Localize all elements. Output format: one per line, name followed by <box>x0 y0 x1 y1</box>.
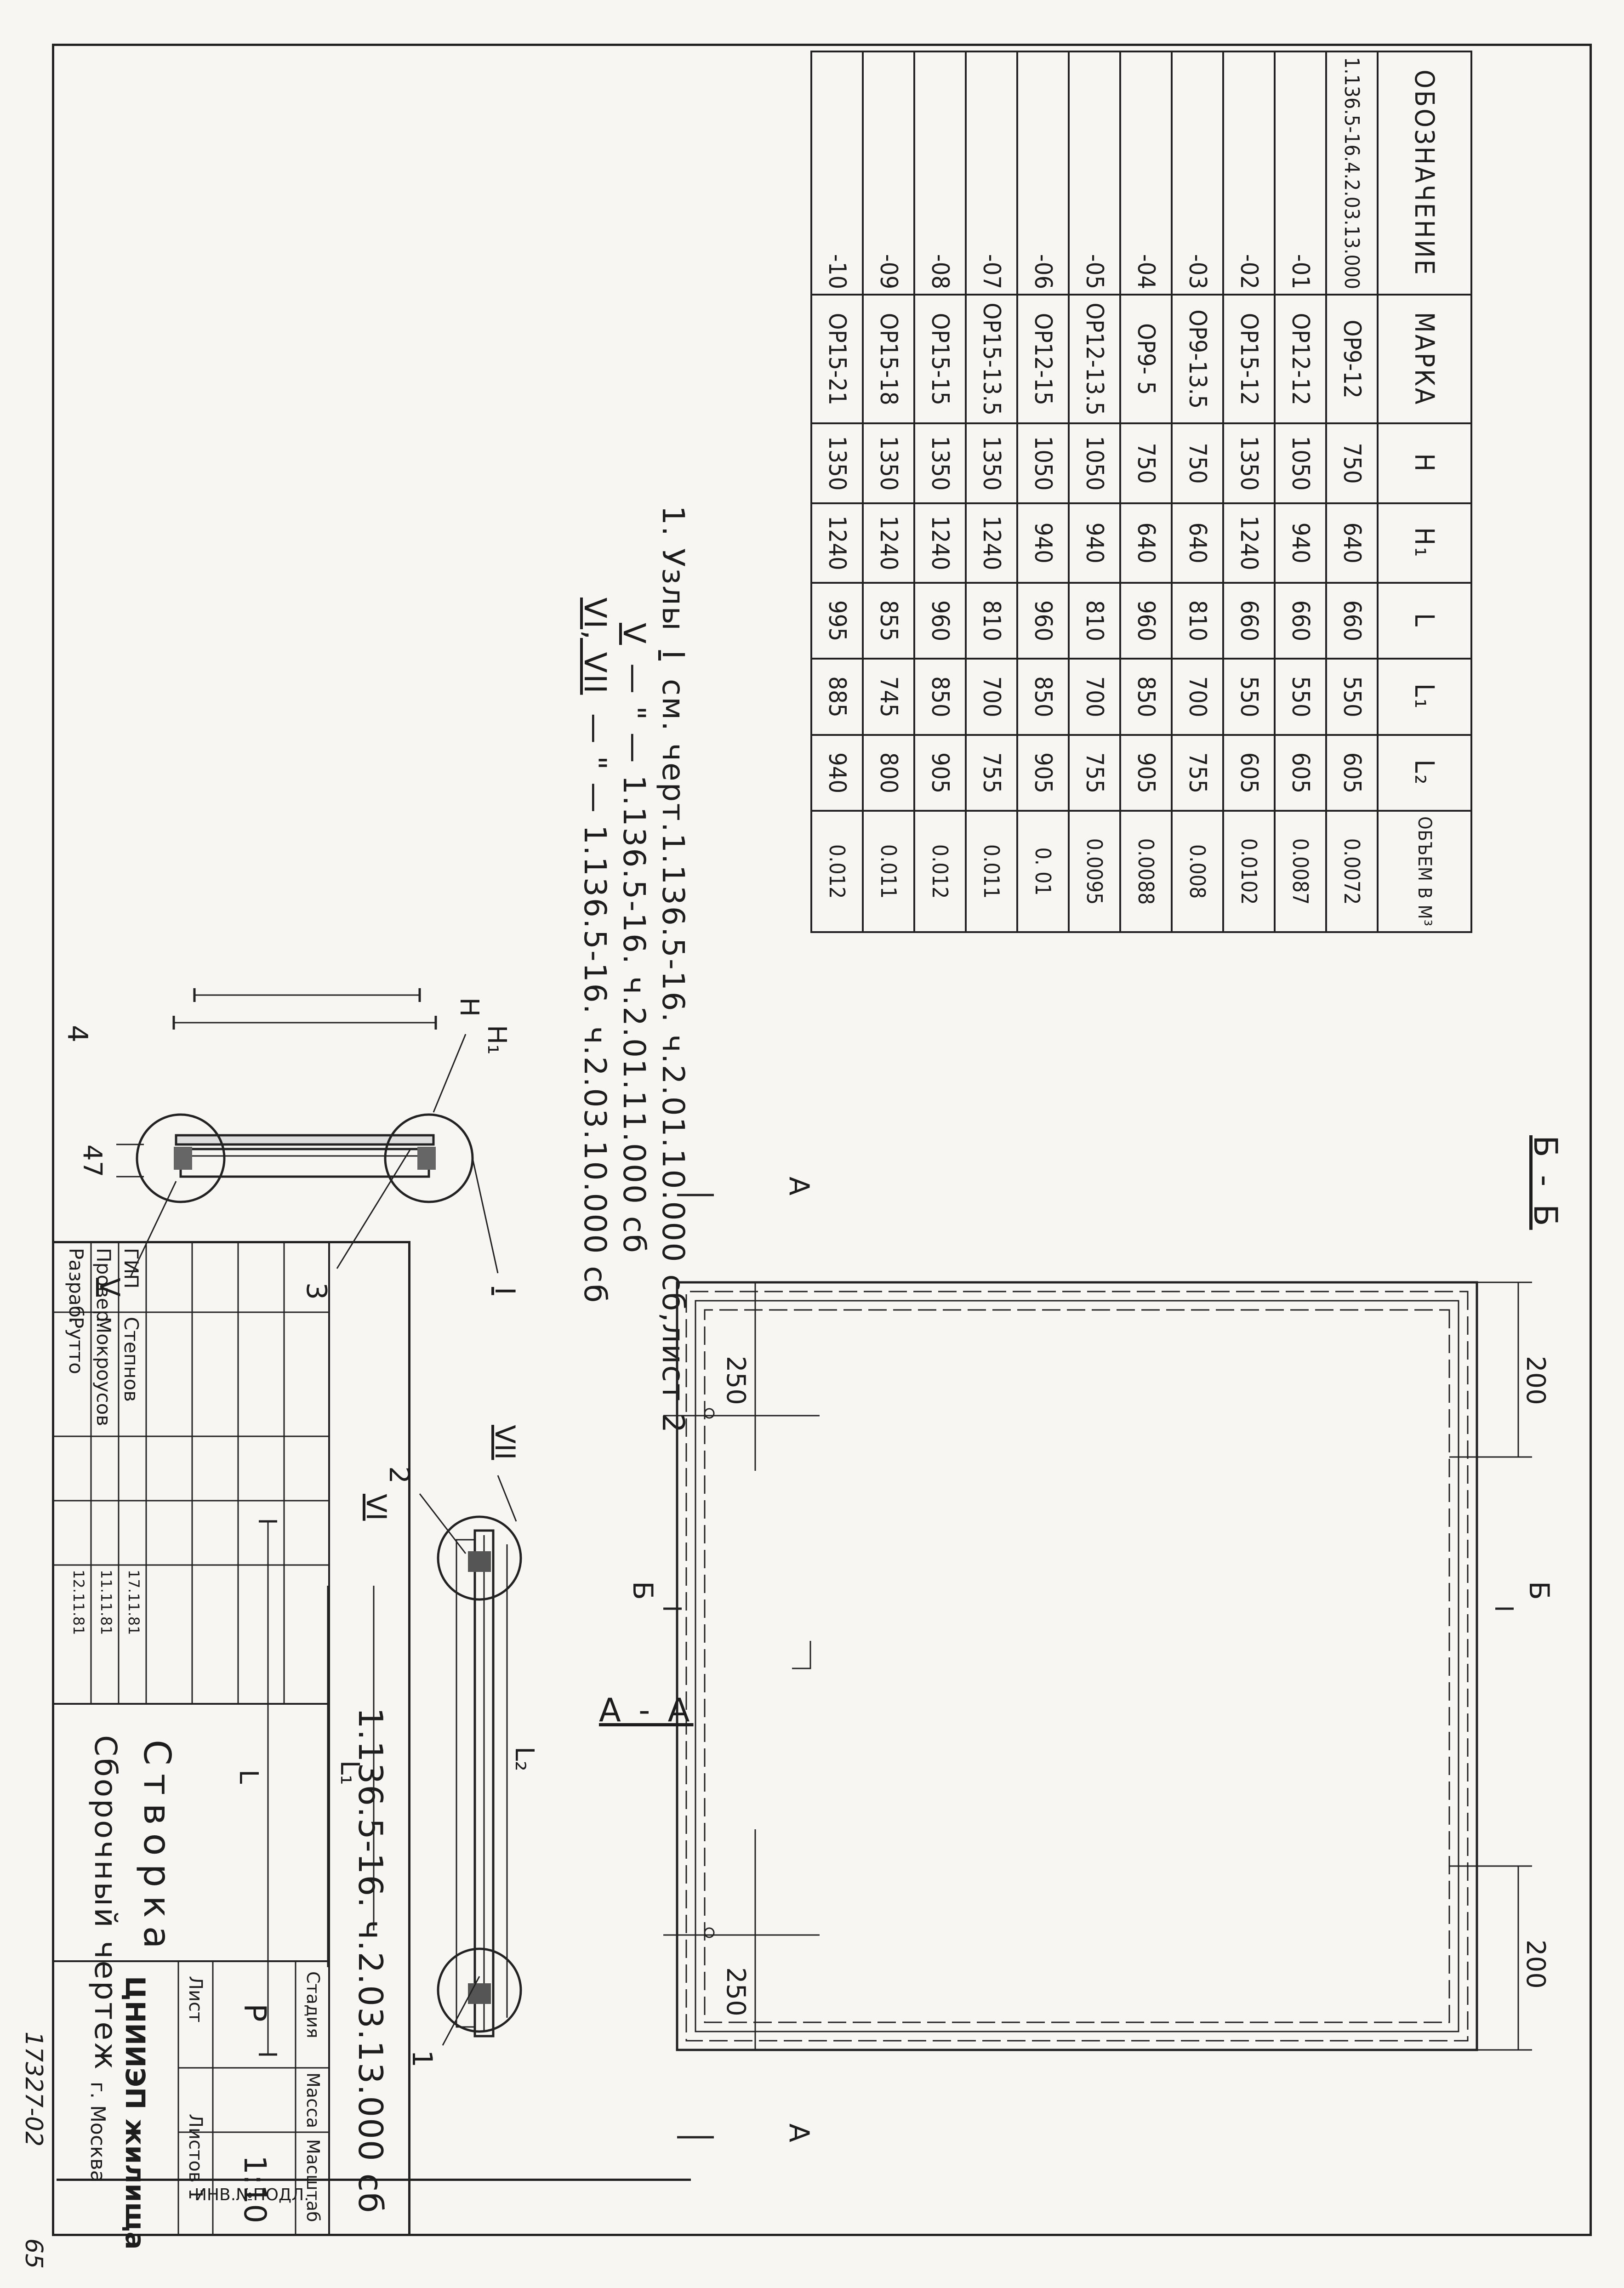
position-1: 1 <box>406 2050 438 2068</box>
section-bb-title: Б - Б <box>1527 1135 1564 1230</box>
position-3: 3 <box>300 1282 332 1300</box>
label-l2: L₂ <box>509 1747 539 1771</box>
cut-a-right: А <box>783 2123 815 2143</box>
label-l: L <box>234 1770 263 1784</box>
signature-grid-lines <box>54 1243 330 1703</box>
dim-250-right: 250 <box>721 1967 751 2016</box>
cut-b-bottom: Б <box>627 1581 659 1600</box>
cut-b-top: Б <box>1523 1581 1555 1600</box>
label-h: Н <box>454 997 484 1017</box>
title-block: 1.136.5-16. ч.2.03.13.000 сб <box>54 1241 410 2249</box>
node-label-vi: VI <box>360 1494 392 1521</box>
title-info-cell: Стадия Масса Масштаб Р 1:10 Лист Листов … <box>54 1960 330 2249</box>
node-label-i: I <box>489 1287 521 1295</box>
dim-47: 47 <box>77 1144 107 1178</box>
plan-view <box>663 1194 1532 2139</box>
dim-200-bottom: 200 <box>1521 1940 1550 1989</box>
label-l1: L₁ <box>335 1760 365 1785</box>
dim-250-left: 250 <box>721 1356 751 1405</box>
node-label-vii: VII <box>489 1425 521 1460</box>
dim-200-top: 200 <box>1521 1356 1550 1405</box>
section-aa-title: А - А <box>599 1691 694 1729</box>
cut-a-left: А <box>783 1177 815 1196</box>
label-h1: Н₁ <box>482 1025 512 1055</box>
section-aa-view <box>259 1475 522 2056</box>
position-2: 2 <box>383 1466 415 1484</box>
node-label-v: V <box>93 1278 125 1297</box>
section-bb-view <box>116 988 499 1278</box>
info-grid-lines <box>177 1962 330 2236</box>
position-4: 4 <box>61 1025 93 1043</box>
